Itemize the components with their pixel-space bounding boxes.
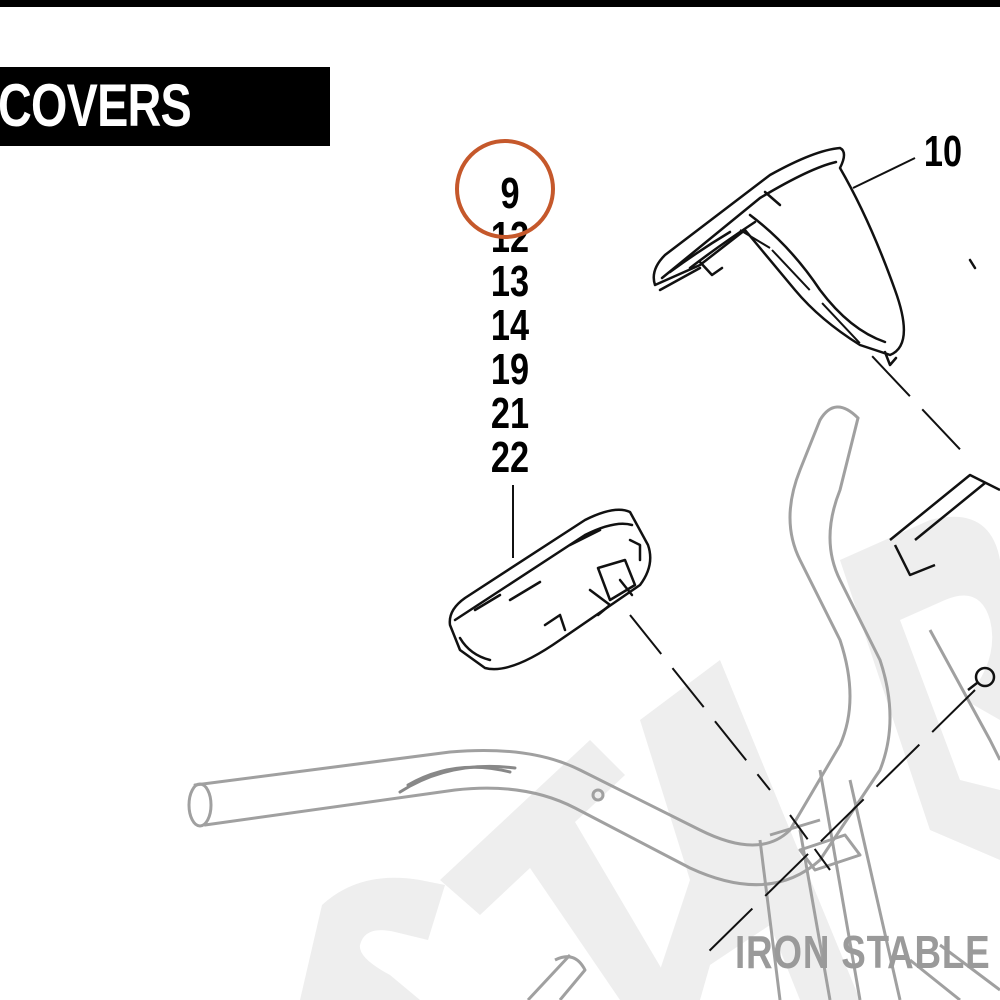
fitness-frame-part <box>526 629 1000 1000</box>
section-title: COVERS <box>0 72 192 139</box>
screw-part <box>889 473 1000 691</box>
callout-21: 21 <box>490 389 530 438</box>
brand-watermark: IRON STABLE <box>735 926 991 978</box>
callout-19: 19 <box>490 345 530 394</box>
background-watermark-mark <box>300 516 1000 1000</box>
callout-13: 13 <box>490 257 530 306</box>
highlight-circle <box>455 139 555 239</box>
callout-14: 14 <box>490 301 530 350</box>
top-rule <box>0 0 1000 7</box>
leader-lines <box>512 157 976 961</box>
callout-22: 22 <box>490 433 530 482</box>
console-display-part <box>448 508 652 671</box>
upper-console-cover-part <box>652 146 977 367</box>
callout-10: 10 <box>923 127 963 176</box>
section-banner: COVERS <box>0 67 330 146</box>
